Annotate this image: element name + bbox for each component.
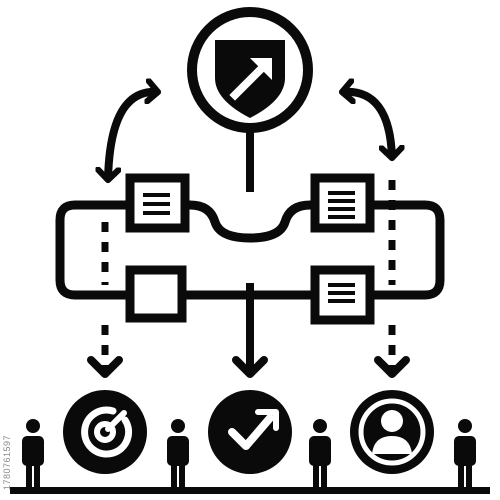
target-dial-icon (81, 406, 133, 458)
shield-with-arrow-icon (215, 40, 285, 118)
center-down-arrowhead (232, 356, 268, 378)
image-id-text: 1780761597 (2, 434, 12, 490)
blank-box-icon (125, 265, 187, 323)
person-icon (167, 419, 189, 488)
document-node-top-left (125, 173, 190, 233)
outcome-node-center (208, 390, 292, 474)
document-icon (143, 193, 170, 215)
person-figure-3 (309, 419, 331, 488)
user-profile-icon (358, 398, 426, 466)
outcome-node-right (350, 390, 434, 474)
box-node-bottom-left (125, 265, 187, 323)
right-down-arrowhead (374, 356, 410, 378)
person-figure-4 (454, 419, 476, 488)
person-figure-1 (22, 419, 44, 488)
person-icon (454, 419, 476, 488)
right-curved-double-arrow (342, 92, 392, 158)
top-hub-node (187, 7, 313, 192)
document-node-bottom-right (310, 265, 375, 325)
document-node-top-right (310, 173, 375, 233)
process-loop-frame (55, 180, 445, 300)
left-curved-double-arrow (108, 92, 158, 180)
person-icon (22, 419, 44, 488)
outcome-node-left (63, 390, 147, 474)
left-down-arrowhead (87, 356, 123, 378)
person-icon (309, 419, 331, 488)
checkmark-arrow-icon (228, 409, 279, 450)
document-icon (328, 283, 355, 303)
ground-line (10, 487, 490, 494)
document-icon (328, 191, 355, 219)
person-figure-2 (167, 419, 189, 488)
